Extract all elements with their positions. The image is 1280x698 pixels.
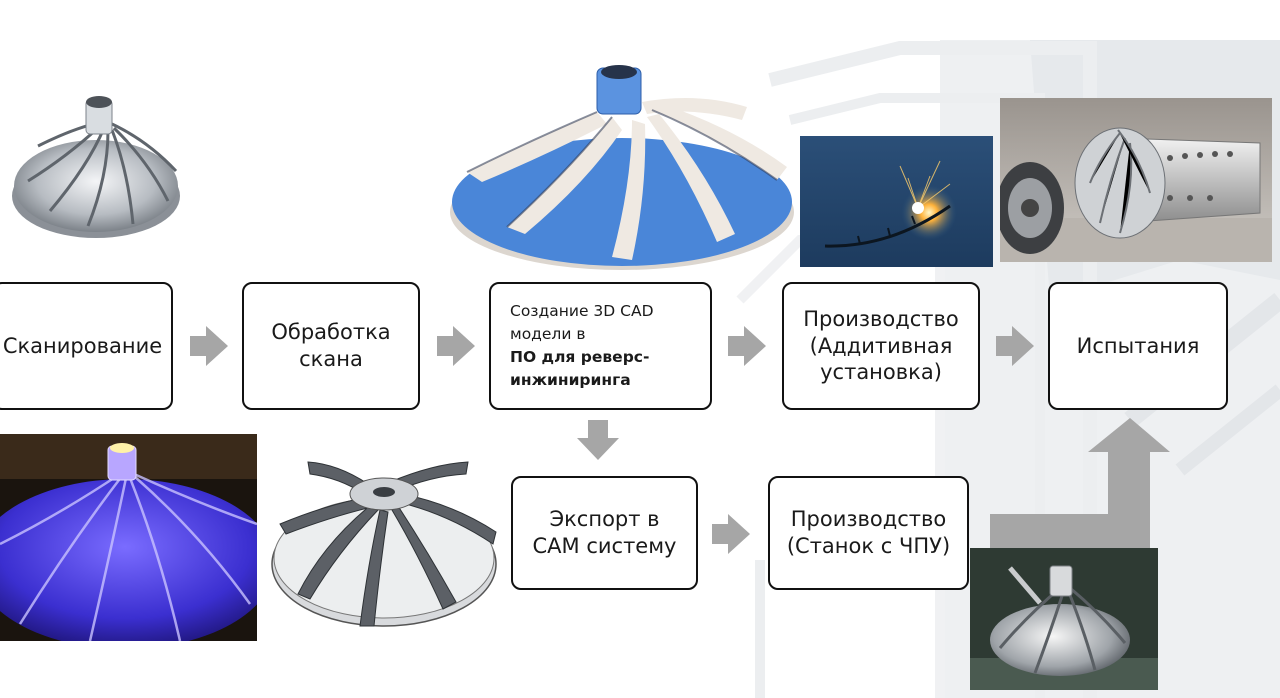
arrow-cad-to-additive <box>728 326 766 366</box>
arrow-processing-to-cad <box>437 326 475 366</box>
turbine-assembly-test-photo <box>1000 98 1272 262</box>
step-additive-production-box: Производство (Аддитивная установка) <box>782 282 980 410</box>
arrow-scan-to-processing <box>190 326 228 366</box>
step-additive-line-3: установка) <box>820 360 942 385</box>
arrow-cad-to-cam <box>577 420 619 460</box>
step-cad-line-1: Создание 3D CAD <box>510 301 654 320</box>
step-cam-line-2: CAM систему <box>532 534 677 558</box>
step-cnc-production-box: Производство (Станок с ЧПУ) <box>768 476 969 590</box>
step-cam-export-box: Экспорт в CAM систему <box>511 476 698 590</box>
step-cam-line-1: Экспорт в <box>549 507 660 532</box>
step-cad-bold-line-1: ПО для реверс- <box>510 348 650 366</box>
step-scanning-label: Сканирование <box>2 333 163 358</box>
blue-scan-deviation-impeller <box>447 62 797 274</box>
arrow-additive-to-testing <box>996 326 1034 366</box>
step-additive-line-1: Производство <box>803 306 959 331</box>
step-processing-line-1: Обработка <box>271 320 391 345</box>
step-testing-label: Испытания <box>1076 333 1200 358</box>
uv-lit-impeller-scanning-photo <box>0 434 257 641</box>
step-cnc-line-1: Производство <box>790 507 947 532</box>
step-cad-bold-line-2: инжиниринга <box>510 371 631 390</box>
step-cnc-line-2: (Станок с ЧПУ) <box>786 534 951 558</box>
step-cad-modeling-box: Создание 3D CAD модели в ПО для реверс- … <box>489 282 712 410</box>
step-scanning-box: Сканирование <box>0 282 173 410</box>
metal-impeller-photo <box>8 86 183 244</box>
step-processing-line-2: скана <box>299 347 363 371</box>
arrow-cnc-to-testing <box>990 418 1170 548</box>
step-testing-box: Испытания <box>1048 282 1228 410</box>
grey-cad-impeller-model <box>268 444 500 630</box>
laser-additive-printing-photo <box>800 136 993 267</box>
step-scan-processing-box: Обработка скана <box>242 282 420 410</box>
step-additive-line-2: (Аддитивная <box>809 333 953 358</box>
arrow-cam-to-cnc <box>712 514 750 554</box>
cnc-machined-impeller-photo <box>970 548 1158 690</box>
step-cad-line-2: модели в <box>510 324 586 343</box>
